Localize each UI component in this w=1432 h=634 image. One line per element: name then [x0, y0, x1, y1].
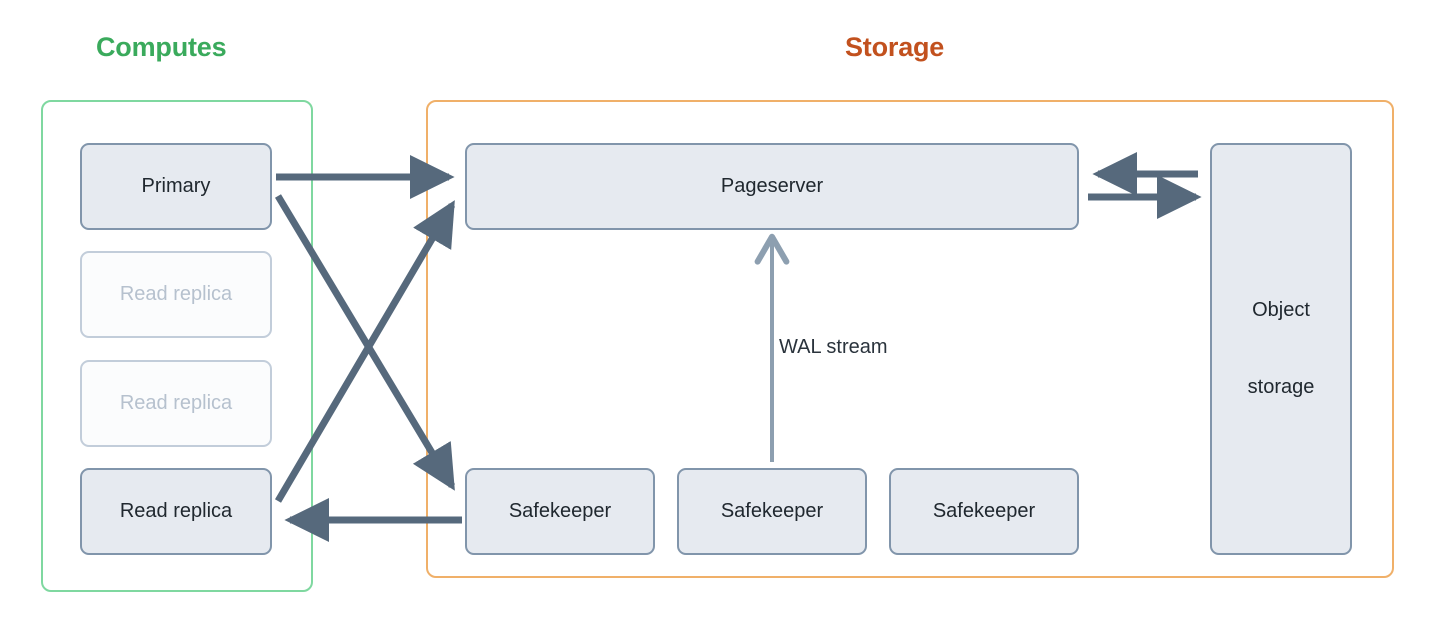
node-pageserver[interactable]: Pageserver — [465, 143, 1079, 230]
node-read-replica-3[interactable]: Read replica — [80, 468, 272, 555]
node-safekeeper-3[interactable]: Safekeeper — [889, 468, 1079, 555]
node-safekeeper-2[interactable]: Safekeeper — [677, 468, 867, 555]
node-read-replica-2[interactable]: Read replica — [80, 360, 272, 447]
node-read-replica-1[interactable]: Read replica — [80, 251, 272, 338]
object-storage-label-line-1: Object — [1252, 299, 1310, 321]
node-object-storage[interactable]: Object storage — [1210, 143, 1352, 555]
wal-stream-label: WAL stream — [779, 336, 888, 358]
object-storage-label-line-2: storage — [1247, 376, 1315, 398]
computes-group-title: Computes — [96, 32, 227, 62]
node-safekeeper-1[interactable]: Safekeeper — [465, 468, 655, 555]
storage-group-title: Storage — [845, 32, 945, 62]
node-primary[interactable]: Primary — [80, 143, 272, 230]
